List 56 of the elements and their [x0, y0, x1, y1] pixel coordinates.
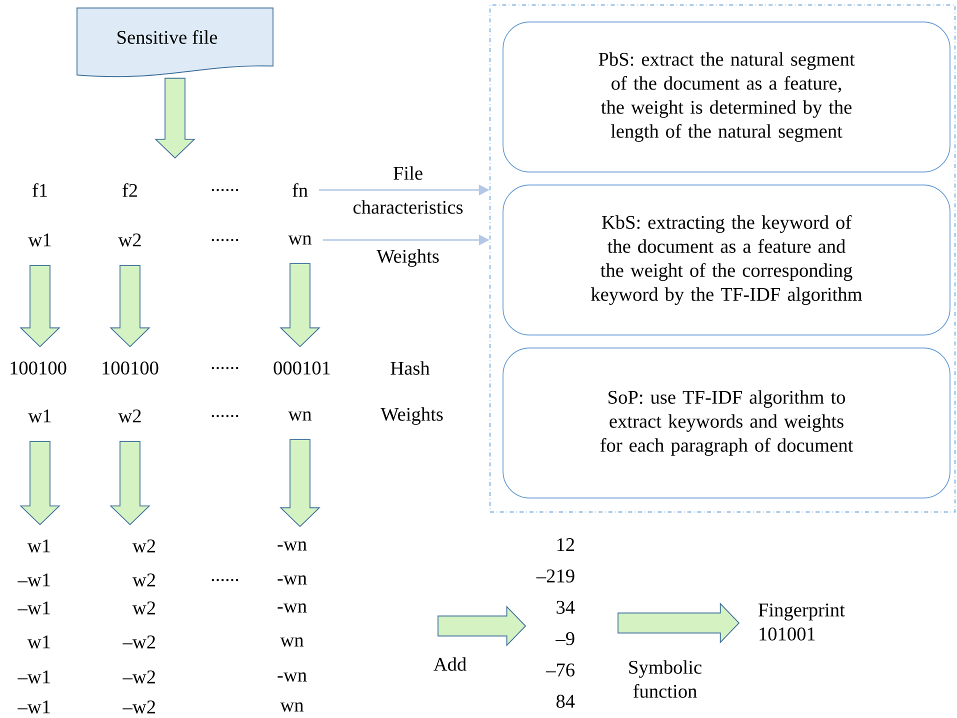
value-text: –w1	[18, 602, 50, 614]
rounded-box: PbS: extract the natural segment of the document as a feature, the weight is determined by the length of the natural segment	[502, 22, 950, 172]
weight-text: wn	[288, 235, 312, 245]
fingerprint-text: Fingerprint 101001	[758, 604, 845, 640]
value-text: f1	[32, 183, 47, 197]
value-text: -wn	[278, 672, 307, 682]
value-text: –w1	[18, 700, 50, 714]
value-text: ......	[212, 188, 238, 192]
edge-label: File characteristics	[353, 166, 463, 214]
weight-text: w2	[118, 410, 141, 422]
weight-text: w2	[118, 234, 141, 246]
rounded-box: SoP: use TF-IDF algorithm to extract keywords and weights for each paragraph of document	[502, 348, 950, 498]
value-text: wn	[280, 637, 304, 647]
dash-dot-frame	[490, 4, 956, 512]
block-arrow	[618, 602, 740, 644]
block-arrow	[154, 78, 196, 159]
value-text: w1	[27, 636, 50, 648]
block-arrow	[20, 264, 60, 348]
value-text: –w2	[122, 700, 155, 714]
edge-label: Add	[434, 657, 466, 671]
weight-text: w1	[28, 410, 51, 422]
value-text: ......	[212, 366, 238, 370]
block-arrow	[20, 440, 60, 526]
rounded-box: KbS: extracting the keyword of the document as a feature and the weight of the corresponding keyword by the TF-IDF algorithm	[502, 184, 950, 336]
value-text: -wn	[278, 603, 307, 613]
signed-weight-text: -wn	[278, 541, 307, 551]
value-text: ......	[212, 578, 238, 582]
value-text: wn	[280, 702, 304, 712]
value-text: ......	[212, 414, 238, 418]
signed-weight-text: w1	[27, 540, 50, 552]
edge-label: Weights	[376, 249, 439, 267]
block-arrow	[280, 439, 320, 528]
signed-weight-text: w2	[132, 540, 155, 552]
value-text: w2	[132, 574, 155, 586]
value-text: ......	[212, 238, 238, 242]
hash-text: 100100	[102, 361, 158, 375]
hash-text: 000101	[274, 361, 330, 375]
block-arrow	[110, 440, 150, 526]
value-text: –w2	[122, 636, 155, 648]
value-text: –w2	[122, 670, 155, 684]
value-text: Hash	[390, 361, 430, 375]
edge-label: Symbolic function	[629, 660, 702, 698]
hash-text: 100100	[10, 361, 66, 375]
feature-text: fn	[292, 183, 308, 197]
value-text: –w1	[18, 574, 50, 586]
weight-text: wn	[288, 411, 312, 421]
value-text: –w1	[18, 670, 50, 684]
value-text: Weights	[380, 407, 443, 425]
value-text: -wn	[278, 575, 307, 585]
block-arrow	[280, 263, 320, 348]
block-arrow	[438, 606, 526, 646]
value-text: f2	[122, 183, 137, 197]
weight-text: w1	[28, 234, 51, 246]
value-text: w2	[132, 602, 155, 614]
sum-column: 12 –219 34 –9 –76 84	[536, 538, 575, 708]
block-arrow	[110, 264, 150, 348]
